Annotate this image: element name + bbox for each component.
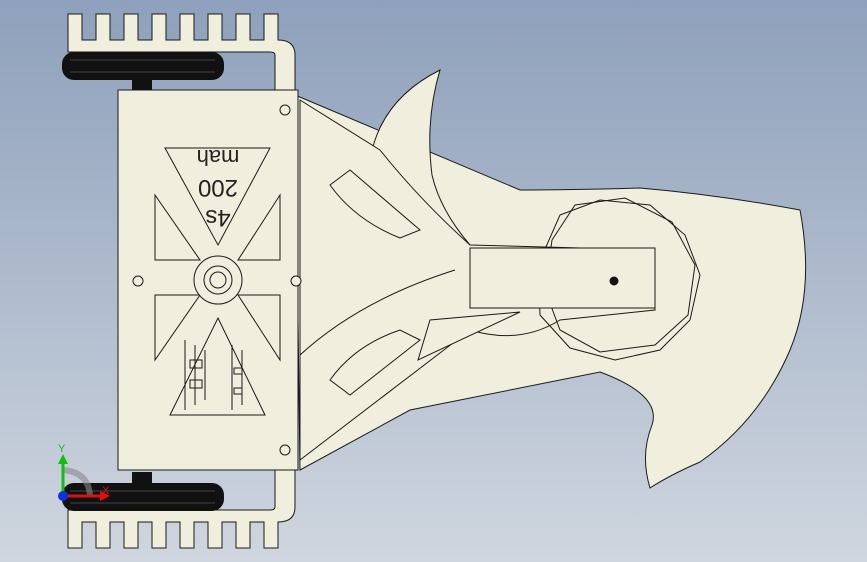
battery-frame-left [154,193,201,261]
mount-hole-top-right[interactable] [279,104,291,116]
circuit-board-right [231,345,243,410]
arm-cutout-top [329,169,421,239]
arm-cutout-bottom [329,329,421,396]
wheel-bottom[interactable] [62,472,224,511]
plate-text-mah: mah [197,145,240,170]
circuit-board-left [184,340,206,410]
battery-frame-right [237,193,281,261]
arm-bar[interactable] [469,247,656,309]
battery-frame-upper[interactable] [164,147,271,247]
battery-frame-lower-left [154,294,201,362]
triad-y-arrow [58,454,68,464]
wheel-top[interactable] [62,52,224,90]
triad-x-arrow [100,491,110,501]
triad-z-axis [58,491,68,501]
coordinate-triad-icon[interactable]: X Y [58,443,110,501]
heatsink-top[interactable] [67,13,296,96]
arm-cutout-mid [417,311,521,361]
triad-x-label: X [102,485,110,497]
battery-frame-lower-right [237,294,281,362]
plate-text-capacity: 200 [198,174,238,201]
mount-hole-right[interactable] [290,275,302,287]
triad-y-label: Y [58,443,66,455]
arm-bar-hole [609,276,619,286]
heatsink-bottom[interactable] [67,469,296,549]
center-bearing-hole [209,271,227,289]
triad-arc [62,467,93,496]
plate-text-cells: 4s [205,204,230,231]
mount-hole-bottom-right[interactable] [279,444,291,456]
arm-lower-curve [299,269,456,356]
plate-text-group: mah 200 4s [197,145,240,231]
model-parts[interactable]: mah 200 4s [67,13,807,549]
mount-hole-left[interactable] [132,275,144,287]
